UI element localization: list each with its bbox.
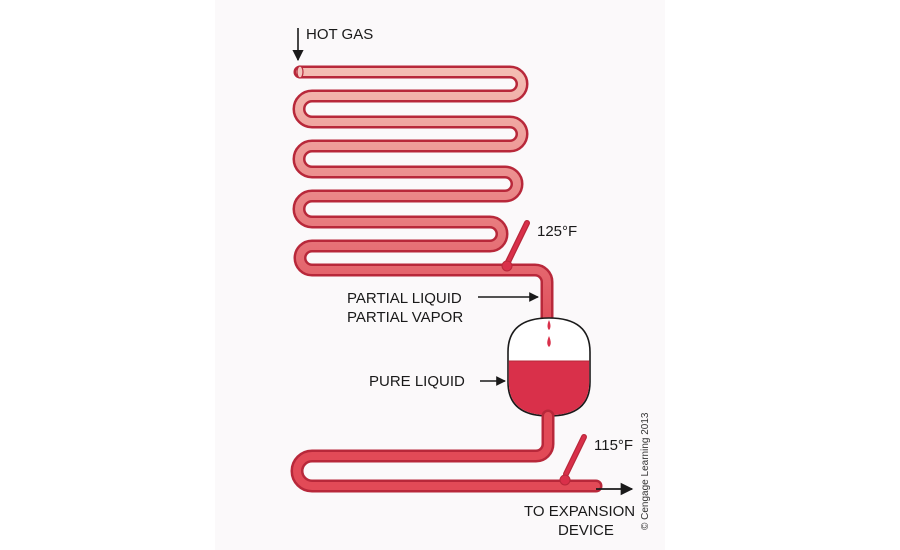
expansion-label-line1: TO EXPANSION [524,503,635,520]
condenser-coil [292,65,554,327]
coil-fill [295,68,551,324]
liquid-droplet [547,336,551,347]
receiver-tank [507,317,591,417]
liquid-droplet [547,320,551,330]
copyright-credit: © Cengage Learning 2013 [640,412,651,530]
hot-gas-label: HOT GAS [306,26,373,43]
temp-bottom-label: 115°F [594,437,633,454]
liquid-line-fill [293,412,600,490]
expansion-label-line2: DEVICE [558,522,614,539]
partial-liquid-label: PARTIAL LIQUID [347,290,462,307]
coil-inlet [296,65,304,79]
liquid-line [290,409,603,493]
thermometer-top [501,220,530,272]
pure-liquid-label: PURE LIQUID [369,373,465,390]
receiver-liquid [508,361,590,416]
temp-top-label: 125°F [537,223,577,240]
arrows [292,28,634,496]
thermometer-bottom [559,434,587,486]
partial-vapor-label: PARTIAL VAPOR [347,309,463,326]
